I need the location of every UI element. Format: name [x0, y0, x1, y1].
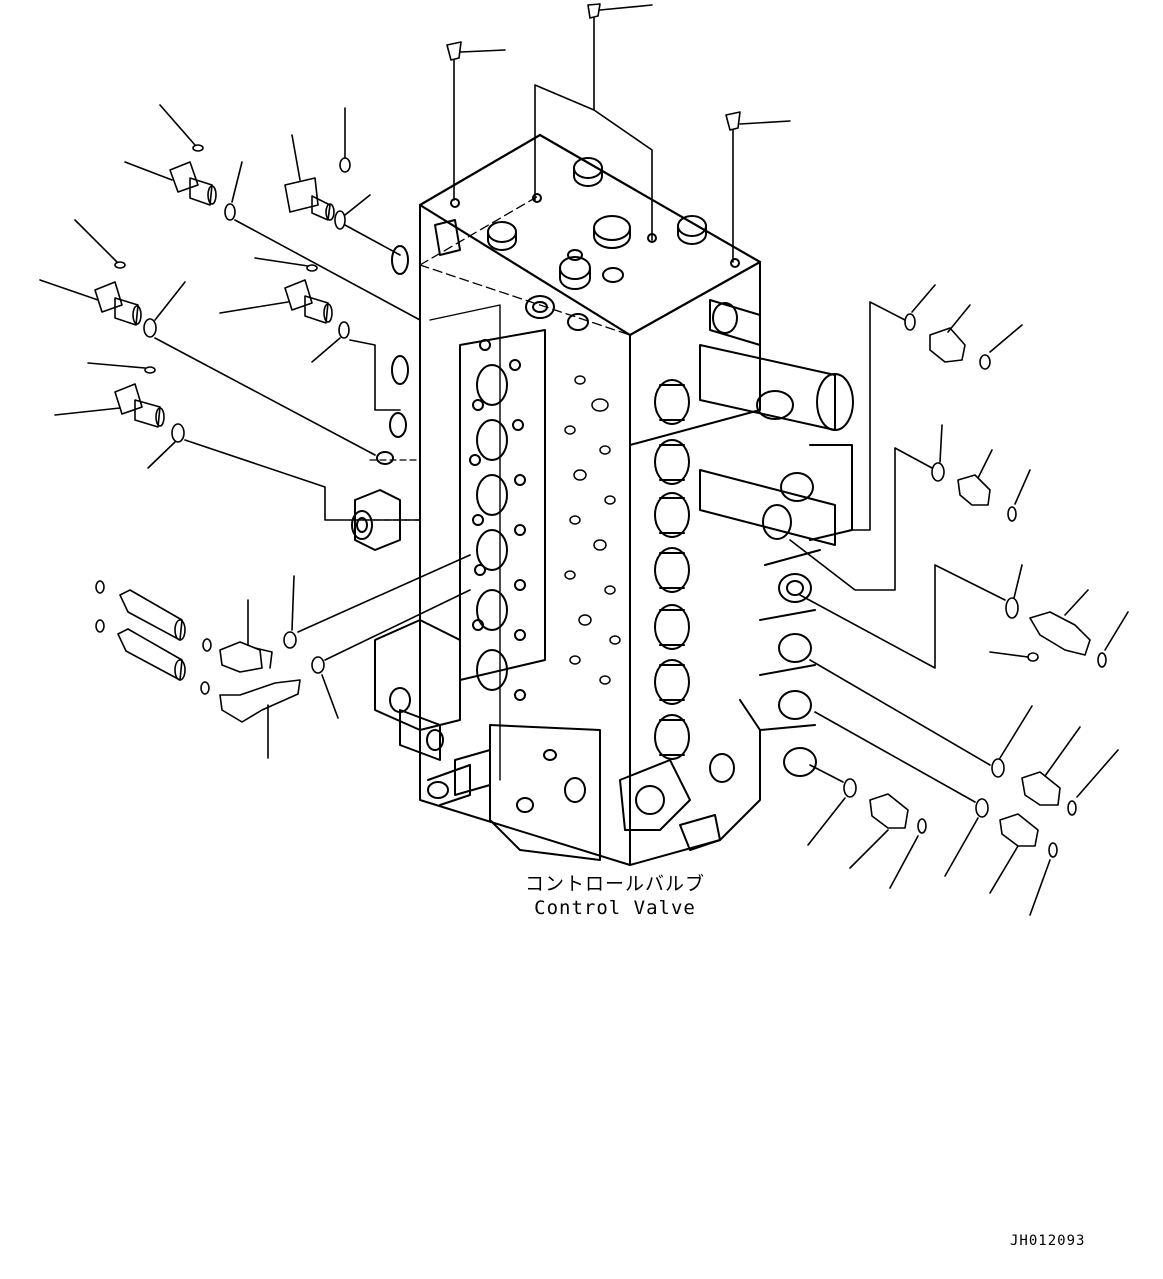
straight-connector-icon [999, 813, 1039, 847]
plug-icon [446, 41, 462, 61]
o-ring-icon [1097, 652, 1107, 668]
o-ring-icon [339, 157, 351, 173]
o-ring-icon [306, 264, 318, 272]
o-ring-icon [917, 818, 927, 834]
drawing-code: JH012093 [1010, 1233, 1086, 1249]
plug-icon [725, 111, 741, 131]
straight-connector-icon [1021, 771, 1061, 806]
elbow-fitting-icon [219, 679, 301, 723]
o-ring-icon [283, 631, 297, 649]
o-ring-icon [1067, 800, 1077, 816]
top-plugs [446, 3, 791, 263]
o-ring-icon [95, 580, 105, 594]
elbow-fitting-icon [284, 177, 319, 213]
o-ring-icon [338, 321, 350, 339]
o-ring-icon [114, 261, 126, 269]
o-ring-icon [1005, 597, 1019, 619]
o-ring-icon [200, 681, 210, 695]
o-ring-icon [334, 210, 346, 230]
plug-icon [587, 3, 601, 19]
caption-japanese: コントロールバルブ [524, 873, 705, 895]
o-ring-icon [1027, 652, 1039, 662]
o-ring-icon [95, 619, 105, 633]
o-ring-icon [979, 354, 991, 370]
leader-line [534, 17, 595, 201]
lower-left-connectors [95, 554, 471, 759]
o-ring-icon [904, 313, 916, 331]
caption-english: Control Valve [534, 897, 696, 919]
straight-connector-icon [929, 327, 966, 363]
straight-connector-icon [117, 628, 183, 681]
o-ring-icon [192, 144, 204, 152]
o-ring-icon [311, 656, 325, 674]
o-ring-icon [931, 462, 945, 482]
figure-caption: コントロールバルブ Control Valve [470, 872, 760, 920]
o-ring-icon [991, 758, 1005, 778]
control-valve-body [351, 133, 854, 866]
o-ring-icon [1048, 842, 1058, 858]
o-ring-icon [144, 366, 156, 374]
elbow-fitting-icon [219, 641, 263, 673]
leader-line [599, 4, 653, 11]
o-ring-icon [843, 778, 857, 798]
straight-connector-icon [957, 474, 991, 506]
straight-connector-icon [869, 793, 909, 829]
right-fittings [789, 284, 1129, 916]
left-fittings [39, 104, 421, 521]
o-ring-icon [224, 203, 236, 221]
o-ring-icon [1007, 506, 1017, 522]
o-ring-icon [171, 423, 185, 443]
straight-connector-icon [119, 589, 183, 641]
o-ring-icon [143, 318, 157, 338]
tee-fitting-icon [1029, 611, 1091, 656]
o-ring-icon [202, 638, 212, 652]
o-ring-icon [975, 798, 989, 818]
